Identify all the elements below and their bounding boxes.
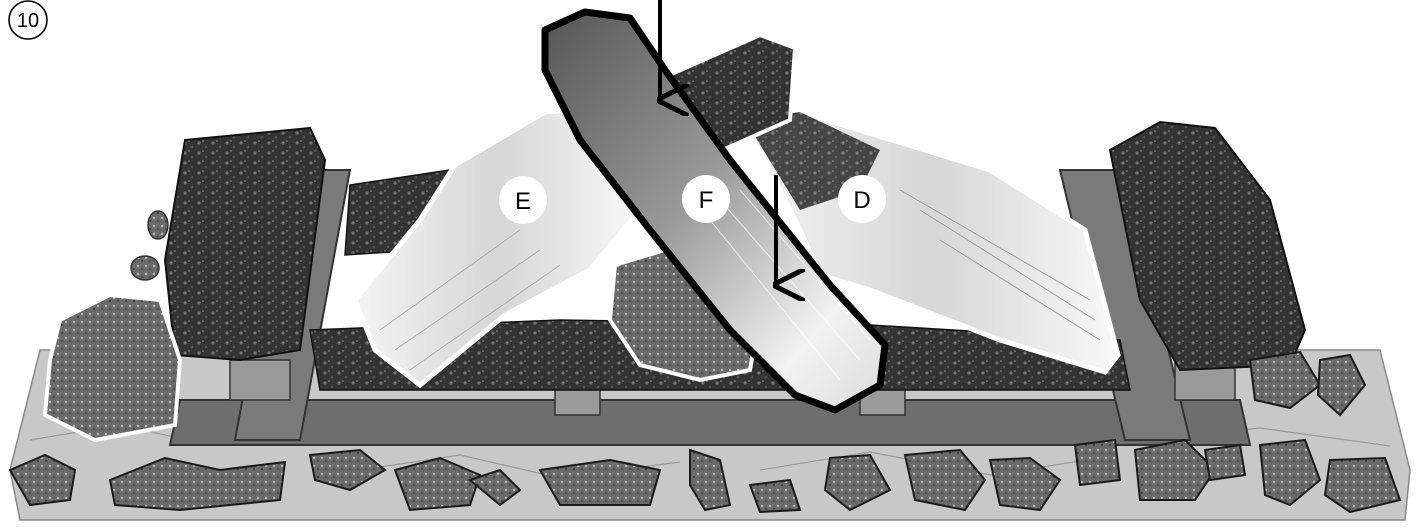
label-f: F — [682, 175, 730, 223]
label-d: D — [838, 175, 886, 223]
step-number-badge: 10 — [9, 1, 47, 39]
svg-text:F: F — [699, 187, 714, 214]
svg-text:E: E — [515, 188, 531, 215]
label-e: E — [499, 176, 547, 224]
left-ember-chunk — [45, 295, 180, 440]
back-left-log — [165, 128, 325, 360]
svg-text:D: D — [853, 187, 870, 214]
step-number: 10 — [17, 10, 39, 32]
